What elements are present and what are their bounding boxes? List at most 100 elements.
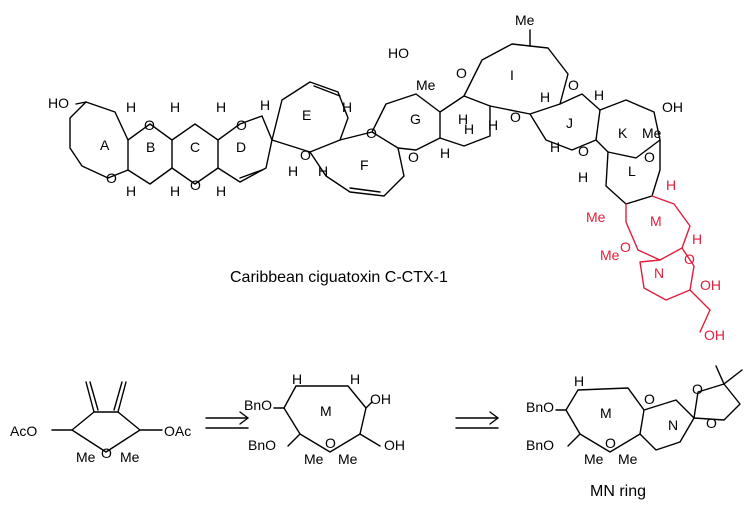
ring-label-a: A	[100, 137, 110, 153]
starting-material	[51, 381, 163, 453]
sm-acetoxy-left: AcO	[10, 423, 37, 439]
atom-i-methyl: Me	[515, 12, 535, 28]
prod-methyl-left: Me	[584, 451, 604, 467]
prod-acetonide-oxygen-2: O	[706, 415, 717, 431]
int-ring-bonds	[283, 385, 367, 453]
atom-a-hydroxyl: HO	[48, 95, 69, 111]
atom-ring-l-oxygen: O	[644, 149, 655, 165]
atom-m-methyl: Me	[586, 209, 606, 225]
sm-methyl-right: Me	[120, 449, 140, 465]
n-ch2oh-bond	[699, 309, 711, 333]
atom-h-hi-bottom: H	[488, 117, 498, 133]
arrow-2	[455, 411, 499, 429]
atom-h-cd-top: H	[216, 99, 226, 115]
product-mn-ring	[555, 365, 743, 453]
atom-h-bc-top: H	[170, 99, 180, 115]
atom-m-h-bottom: H	[692, 231, 702, 247]
atom-ring-f-oxygen: O	[366, 125, 377, 141]
prod-benzyloxy-bottom: BnO	[526, 437, 554, 453]
atom-ring-j-oxygen: O	[568, 77, 579, 93]
ring-m-bonds	[625, 195, 691, 261]
prod-acetonide-bonds	[693, 383, 741, 421]
atom-k-hydroxyl: OH	[662, 99, 683, 115]
atom-h-bc-bottom: H	[170, 183, 180, 199]
ring-h-bonds	[439, 95, 491, 147]
atom-h-gh-mid: H	[464, 121, 474, 137]
atom-ring-k-oxygen: O	[578, 143, 589, 159]
ring-label-b: B	[146, 139, 155, 155]
ring-label-c: C	[190, 139, 200, 155]
atom-m-h-top: H	[666, 177, 676, 193]
prod-n-ring-bonds	[639, 399, 695, 451]
atom-h-ef-bottom: H	[288, 163, 298, 179]
intermediate-m-ring	[273, 385, 381, 453]
atom-h-ef-top: H	[342, 99, 352, 115]
int-h-right: H	[350, 371, 360, 387]
atom-ring-d-oxygen: O	[236, 117, 247, 133]
sm-exo-methylene-1b	[89, 381, 99, 411]
prod-bottom-ch2	[567, 433, 581, 447]
int-methyl-left: Me	[304, 451, 324, 467]
ring-f-bonds	[309, 131, 405, 197]
prod-ring-oxygen-mn: O	[644, 391, 655, 407]
ring-d-double-bond	[239, 169, 263, 179]
atom-g-methyl: Me	[416, 77, 436, 93]
int-benzyloxy-top: BnO	[244, 397, 272, 413]
atom-ring-m-oxygen: O	[620, 239, 631, 255]
int-h-left: H	[292, 371, 302, 387]
int-bottom-ch2	[287, 433, 301, 447]
prod-acetonide-me1	[715, 365, 725, 385]
ring-c-bonds	[171, 123, 219, 185]
int-oh-bond	[365, 401, 373, 409]
ring-e-double-bond	[313, 85, 341, 97]
atom-ring-c-oxygen: O	[190, 177, 201, 193]
prod-m-ring-bonds	[565, 387, 645, 453]
ring-label-e: E	[302, 107, 311, 123]
ring-label-h: H	[458, 111, 468, 127]
ring-l-bonds	[605, 139, 661, 205]
int-benzyloxy-bottom: BnO	[248, 437, 276, 453]
sm-exo-methylene-2	[117, 381, 127, 413]
atom-ring-b-oxygen: O	[144, 117, 155, 133]
prod-benzyloxy-top: BnO	[526, 399, 554, 415]
n-ch2-bond	[689, 289, 711, 311]
atom-h-de-top: H	[260, 97, 270, 113]
a-oh-bond	[75, 101, 87, 105]
product-caption: MN ring	[590, 483, 646, 500]
ring-label-d: D	[236, 139, 246, 155]
atom-ring-e-oxygen: O	[300, 147, 311, 163]
arrow-1	[205, 411, 249, 429]
prod-acetonide-oxygen-1: O	[692, 381, 703, 397]
prod-ring-label-n: N	[668, 417, 678, 433]
atom-k-methyl: Me	[642, 125, 662, 141]
atom-h-ij: H	[540, 89, 550, 105]
sm-exo-methylene-2b	[113, 381, 123, 411]
atom-h-gh-bottom: H	[440, 145, 450, 161]
atom-ring-a-oxygen: O	[106, 170, 117, 186]
sm-ring-bonds	[71, 411, 141, 453]
atom-g-hydroxyl: HO	[388, 45, 409, 61]
atom-n-hydroxyl: OH	[700, 277, 721, 293]
ring-label-n: N	[654, 265, 664, 281]
ring-i-bonds	[463, 43, 569, 115]
prod-h-top: H	[574, 373, 584, 389]
int-methyl-right: Me	[338, 451, 358, 467]
ring-n-bonds	[639, 247, 695, 301]
sm-acetoxy-right: OAc	[164, 423, 191, 439]
mn-ring-highlight	[625, 195, 711, 333]
atom-h-ab-top: H	[126, 99, 136, 115]
ring-label-g: G	[410, 111, 421, 127]
ring-label-l: L	[628, 163, 636, 179]
atom-h-jk-top: H	[594, 87, 604, 103]
sm-ring-oxygen: O	[101, 445, 112, 461]
atom-h-ef-bottom-2: H	[318, 163, 328, 179]
atom-h-ab-bottom: H	[126, 183, 136, 199]
sm-methyl-left: Me	[76, 449, 96, 465]
ring-label-j: J	[566, 115, 573, 131]
ring-label-i: I	[510, 67, 514, 83]
prod-methyl-right: Me	[618, 451, 638, 467]
ring-b-bonds	[127, 123, 173, 185]
ring-e-bonds	[271, 81, 349, 153]
